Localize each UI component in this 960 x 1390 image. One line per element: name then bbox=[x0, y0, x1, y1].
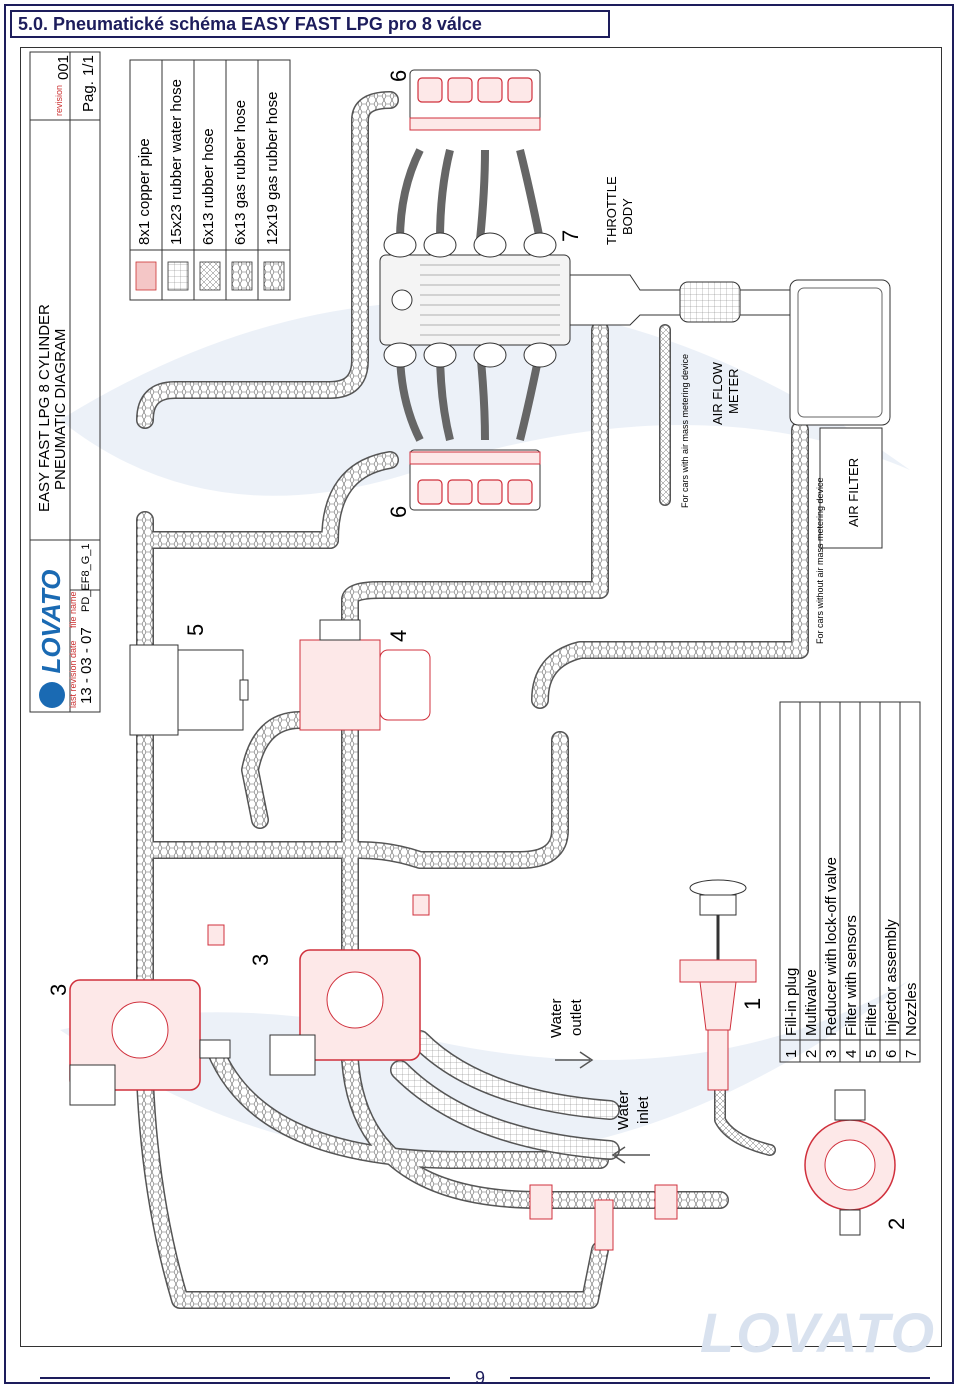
component-legend-label: Filter bbox=[863, 1002, 880, 1036]
page-number: 9 bbox=[474, 1368, 485, 1388]
component-legend-num: 3 bbox=[823, 1049, 840, 1058]
callout-1: 1 bbox=[740, 997, 765, 1010]
component-legend-num: 5 bbox=[863, 1049, 880, 1058]
water-outlet-label: Water bbox=[548, 998, 565, 1038]
last-revision-value: 13 - 03 - 07 bbox=[78, 627, 95, 704]
gas-hoses bbox=[136, 91, 809, 1309]
title-block-grid bbox=[29, 51, 101, 713]
hose-legend-label: 12x19 gas rubber hose bbox=[264, 91, 281, 245]
lovato-logo: LOVATO bbox=[36, 548, 68, 708]
component-legend-num: 7 bbox=[903, 1049, 920, 1058]
component-legend-num: 2 bbox=[803, 1049, 820, 1058]
injector-assembly-top bbox=[409, 69, 541, 131]
hose-legend-grid bbox=[129, 59, 291, 301]
throttle-body-label: THROTTLE bbox=[604, 176, 619, 245]
component-legend-label: Reducer with lock-off valve bbox=[823, 857, 840, 1036]
page-title: 5.0. Pneumatické schéma EASY FAST LPG pr… bbox=[10, 10, 610, 38]
water-inlet-label: Water bbox=[615, 1090, 632, 1130]
last-revision-label: last revision date bbox=[68, 640, 78, 708]
reducer-3-right bbox=[269, 949, 421, 1076]
drawing-sheet bbox=[20, 47, 942, 1347]
revision-label: revision bbox=[54, 84, 64, 116]
multivalve-2 bbox=[804, 1089, 896, 1236]
filter-with-sensors-4 bbox=[299, 619, 431, 731]
air-filter-label: AIR FILTER bbox=[846, 457, 861, 527]
lovato-logo-text: LOVATO bbox=[36, 569, 66, 674]
page-value: 1/1 bbox=[80, 55, 97, 76]
callout-2: 2 bbox=[884, 1217, 909, 1230]
callout-6-bottom: 6 bbox=[386, 505, 411, 518]
drawing-title-line1: EASY FAST LPG 8 CYLINDER bbox=[36, 304, 53, 512]
water-inlet-label: inlet bbox=[635, 1096, 652, 1124]
hose-swatches bbox=[135, 261, 285, 291]
callout-6-top: 6 bbox=[386, 69, 411, 82]
page-label: Pag. bbox=[80, 81, 97, 112]
revision-value: 001 bbox=[55, 54, 72, 80]
component-legend-grid bbox=[779, 701, 921, 1063]
page-frame bbox=[4, 4, 954, 1384]
component-legend-label: Filter with sensors bbox=[843, 915, 860, 1036]
air-flow-meter-label: METER bbox=[726, 368, 741, 415]
file-name-value: PD_EF8_G_1 bbox=[80, 543, 92, 612]
water-outlet-label: outlet bbox=[568, 999, 585, 1036]
component-legend-num: 1 bbox=[783, 1049, 800, 1058]
hose-legend-label: 6x13 gas rubber hose bbox=[232, 99, 249, 245]
callout-5: 5 bbox=[183, 623, 208, 636]
throttle-body-and-airflow bbox=[569, 274, 891, 426]
file-name-label: file name bbox=[68, 591, 78, 628]
component-legend-num: 6 bbox=[883, 1049, 900, 1058]
without-mass-device-label: For cars without air mass metering devic… bbox=[815, 477, 825, 644]
callout-7: 7 bbox=[558, 229, 583, 242]
air-flow-meter-label: AIR FLOW bbox=[710, 362, 725, 425]
hose-legend-label: 6x13 rubber hose bbox=[200, 128, 217, 245]
air-filter-box bbox=[819, 427, 883, 549]
component-legend-label: Multivalve bbox=[803, 969, 820, 1036]
drawing-title-line2: PNEUMATIC DIAGRAM bbox=[52, 328, 69, 490]
copper-tee bbox=[529, 1184, 678, 1251]
component-legend-label: Fill-in plug bbox=[783, 967, 800, 1036]
hose-legend-label: 15x23 rubber water hose bbox=[168, 79, 185, 245]
component-legend-num: 4 bbox=[843, 1049, 860, 1058]
nozzle-hoses bbox=[396, 148, 544, 442]
throttle-body-label: BODY bbox=[620, 198, 635, 235]
callout-3-right: 3 bbox=[248, 953, 273, 966]
reducer-3-left bbox=[69, 979, 231, 1106]
injector-assembly-bottom bbox=[409, 449, 541, 511]
filter-5 bbox=[129, 644, 249, 736]
callout-3-left: 3 bbox=[46, 983, 71, 996]
lovato-logo-icon bbox=[38, 682, 65, 708]
lovato-watermark: LOVATO bbox=[700, 1301, 936, 1364]
sensor-plugs bbox=[207, 894, 430, 946]
component-legend-label: Injector assembly bbox=[883, 919, 900, 1036]
component-legend-label: Nozzles bbox=[903, 982, 920, 1036]
water-arrows bbox=[555, 1051, 650, 1164]
intake-manifold bbox=[379, 232, 571, 368]
fill-in-plug-1 bbox=[679, 879, 757, 1091]
hose-legend-label: 8x1 copper pipe bbox=[136, 138, 153, 245]
with-mass-device-label: For cars with air mass metering device bbox=[680, 353, 690, 508]
callout-4: 4 bbox=[386, 629, 411, 642]
